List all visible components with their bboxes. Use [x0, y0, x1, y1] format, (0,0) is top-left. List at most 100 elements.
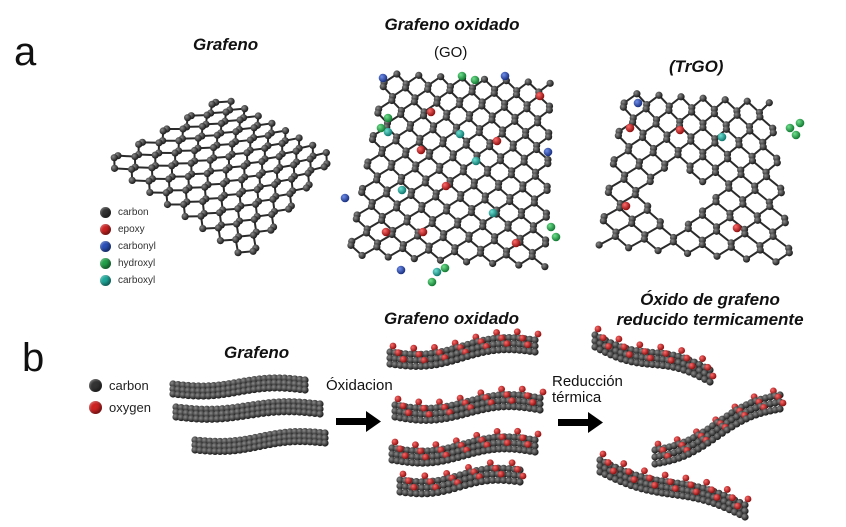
- carbon-atom: [772, 258, 780, 266]
- functional-group-atom: [418, 227, 428, 237]
- carbon-atom: [182, 414, 190, 422]
- graphene-lattice-a: [110, 97, 331, 257]
- carbon-atom: [362, 229, 371, 237]
- carbon-atom: [655, 91, 663, 99]
- carbon-atom: [270, 408, 278, 416]
- oxidation-arrow-icon: [336, 411, 381, 432]
- carbon-atom: [498, 130, 506, 138]
- carbon-atom: [643, 360, 651, 368]
- carbon-atom: [320, 163, 328, 171]
- carbon-atom: [417, 362, 425, 370]
- carbon-atom: [746, 127, 754, 135]
- carbon-atom: [506, 197, 514, 206]
- oxygen-atom: [657, 343, 665, 351]
- carbon-atom: [393, 70, 401, 78]
- carbon-atom: [295, 134, 303, 142]
- carbon-atom: [301, 386, 309, 394]
- carbon-atom: [180, 200, 188, 209]
- carbon-atom: [379, 83, 387, 91]
- carbon-atom: [467, 474, 475, 482]
- graphene-layer-1: [169, 374, 309, 400]
- oxygen-atom: [498, 433, 506, 441]
- oxygen-atom: [415, 350, 423, 358]
- carbon-atom: [725, 184, 733, 192]
- carbon-atom: [505, 445, 514, 453]
- carbon-atom: [776, 405, 784, 413]
- carbon-atom: [199, 387, 208, 395]
- carbon-atom: [280, 403, 288, 411]
- carbon-atom: [271, 181, 279, 189]
- carbon-atom: [407, 356, 415, 364]
- carbon-atom: [478, 102, 486, 110]
- carbon-atom: [236, 116, 244, 124]
- carbon-atom: [505, 465, 513, 473]
- carbon-atom: [321, 439, 329, 447]
- carbon-atom: [638, 359, 646, 368]
- oxygen-atom: [699, 355, 706, 363]
- carbon-atom: [742, 255, 751, 263]
- carbon-dot-icon: [89, 378, 102, 392]
- oxygen-atom: [524, 392, 531, 400]
- carbon-atom: [192, 415, 201, 423]
- carbon-atom: [500, 346, 508, 354]
- carbon-atom: [363, 162, 371, 170]
- oxygen-atom: [514, 465, 521, 473]
- hydroxyl-dot-icon: [100, 258, 111, 269]
- carbon-atom: [401, 84, 410, 92]
- carbon-atom: [258, 158, 266, 166]
- functional-group-atom: [427, 277, 437, 287]
- carbon-atom: [505, 403, 513, 411]
- carbon-atom: [213, 415, 221, 423]
- carbon-atom: [309, 141, 317, 149]
- carbon-atom: [208, 100, 216, 108]
- carbon-atom: [531, 436, 539, 444]
- oxygen-atom: [422, 453, 430, 461]
- functional-group-atom: [440, 263, 450, 273]
- oxygen-atom: [514, 427, 521, 435]
- carbon-atom: [481, 196, 489, 204]
- legend-item-carbonyl: carbonyl: [100, 238, 156, 255]
- carbon-atom: [419, 459, 427, 467]
- oxygen-atom: [682, 474, 690, 482]
- oxygen-atom: [389, 342, 397, 350]
- carbon-atom: [741, 230, 749, 238]
- carbon-atom: [475, 129, 483, 137]
- oxygen-atom: [646, 474, 654, 482]
- carbon-atom: [410, 255, 418, 263]
- oxygen-atom: [399, 470, 407, 478]
- functional-group-atom: [511, 238, 521, 248]
- carbon-atom: [648, 348, 657, 357]
- carbon-atom: [461, 475, 470, 484]
- carbon-atom: [422, 350, 430, 358]
- carbon-atom: [495, 439, 503, 447]
- panel-a-letter: a: [14, 30, 37, 74]
- oxygen-atom: [615, 335, 623, 343]
- carbon-atom: [633, 90, 641, 98]
- carbon-atom: [316, 405, 324, 413]
- carbon-atom: [638, 353, 646, 362]
- carbon-dot-icon: [100, 207, 111, 218]
- carbon-atom: [192, 410, 201, 418]
- oxygen-atom: [396, 445, 404, 453]
- oxygen-atom: [404, 409, 412, 417]
- carbon-atom: [654, 246, 662, 255]
- carbon-atom: [378, 149, 386, 158]
- panel-b-letter: b: [22, 336, 45, 380]
- carbon-atom: [378, 216, 386, 225]
- carbon-atom: [440, 475, 448, 483]
- carbon-atom: [531, 172, 540, 180]
- carbon-atom: [417, 410, 425, 418]
- oxygen-atom: [636, 341, 644, 349]
- carbon-atom: [631, 191, 639, 199]
- carbon-atom: [265, 374, 274, 382]
- carbon-atom: [472, 479, 480, 487]
- carbon-atom: [194, 382, 202, 390]
- carbon-atom: [163, 200, 172, 209]
- functional-group-atom: [633, 98, 643, 108]
- carbon-atom: [489, 346, 498, 355]
- carbon-atom: [295, 398, 304, 406]
- oxygen-atom: [513, 328, 521, 336]
- carbon-atom: [306, 155, 314, 163]
- carbon-atom: [515, 403, 523, 411]
- carbon-atom: [521, 131, 530, 140]
